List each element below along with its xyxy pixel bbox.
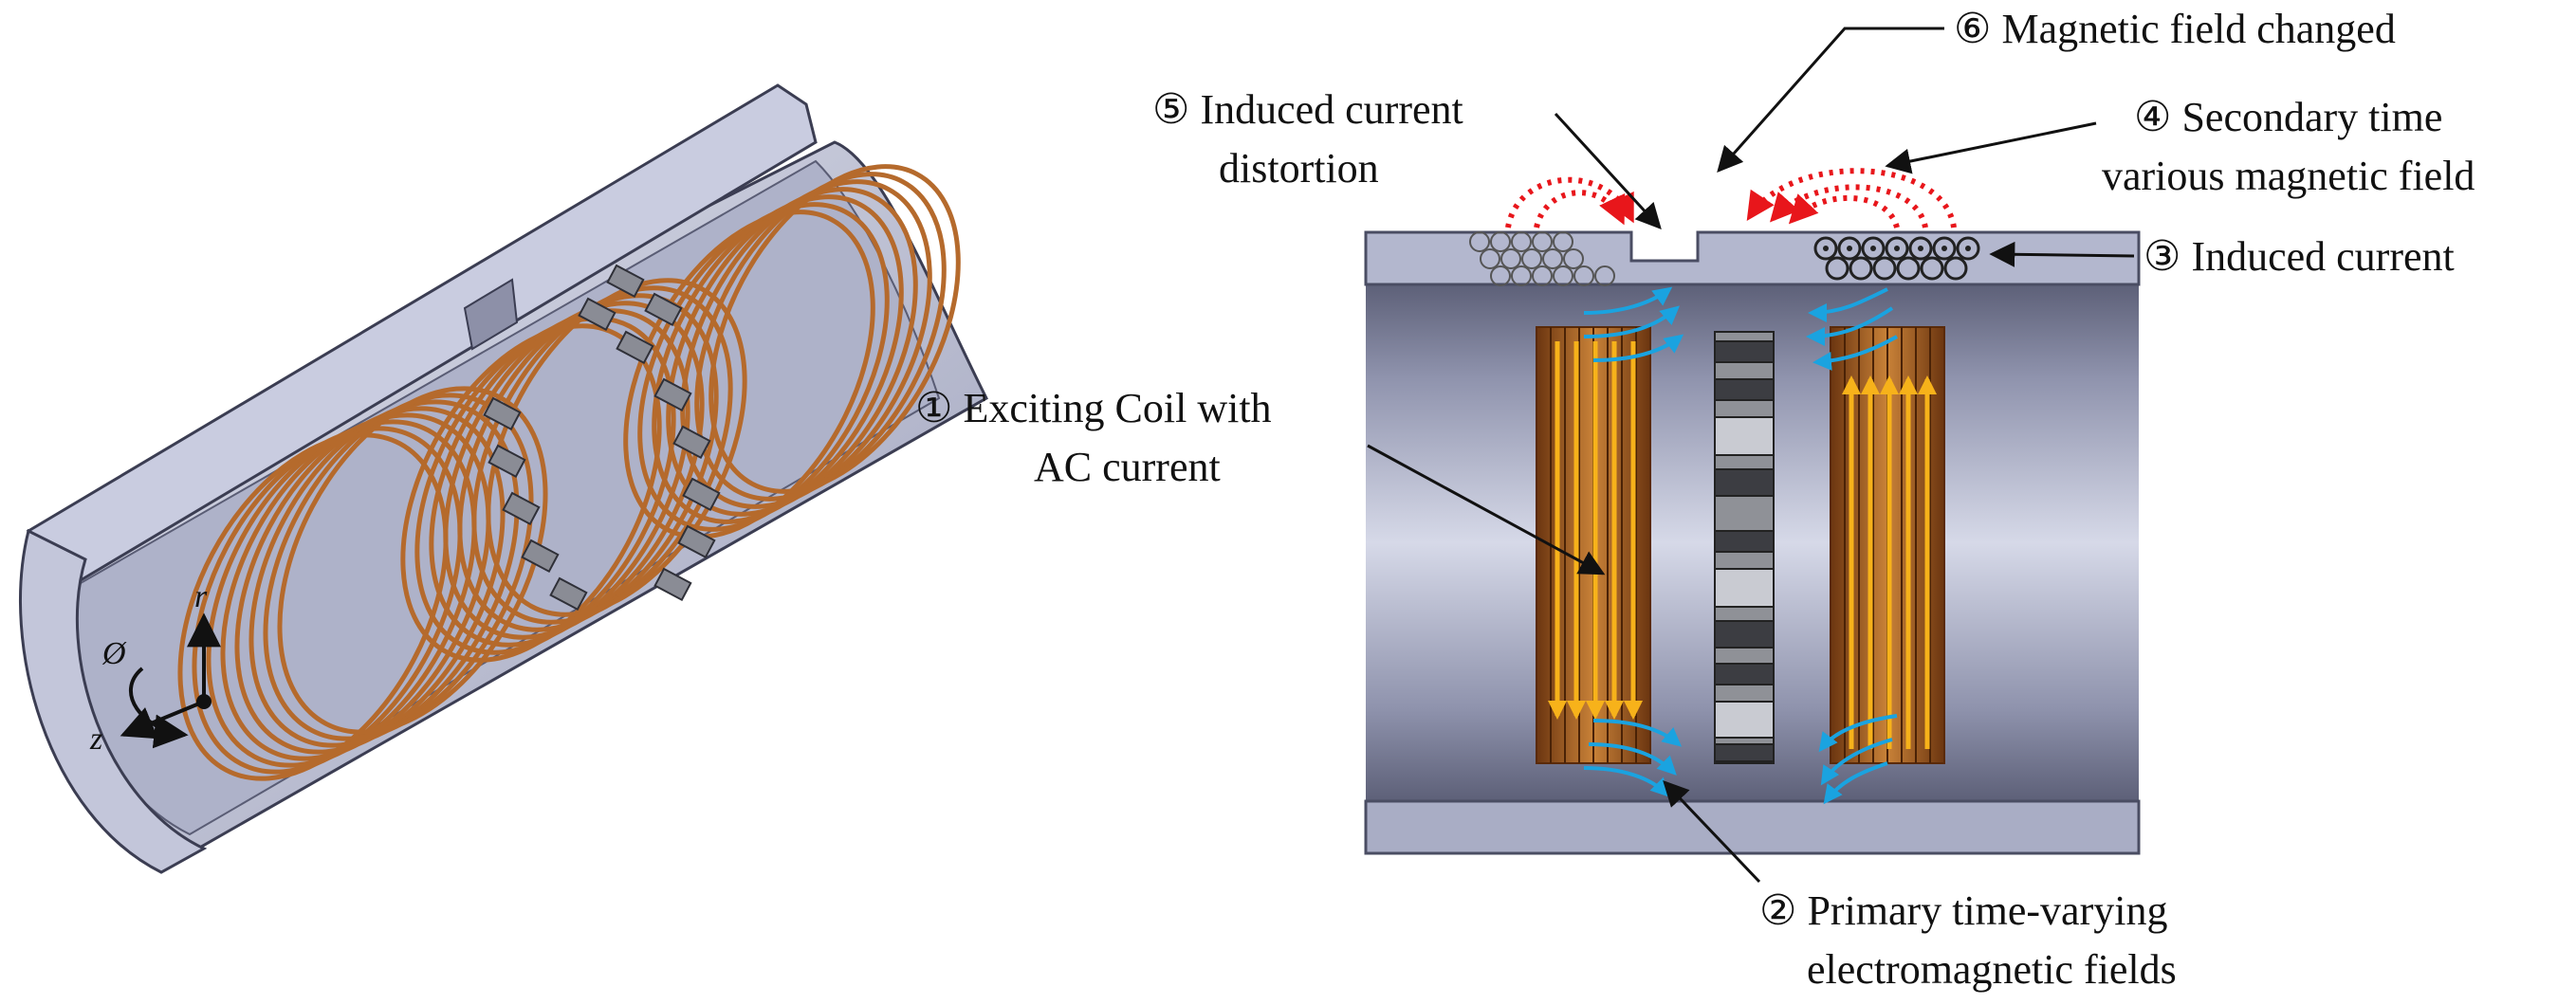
pipe-3d-view: r Ø z [19,83,988,874]
label-secondary-magnetic-field: ④ Secondary time various magnetic field [2102,94,2475,199]
induced-current-dots [1823,246,1971,251]
axis-z-label: z [89,722,102,757]
pipe-top-wall [1364,230,2141,286]
label-exciting-coil: ① Exciting Coil with AC current [915,385,1282,490]
callout-leaders [1367,27,2135,884]
sensor-array-3d [483,264,721,612]
pipe-end-ring [19,528,208,874]
current-arrows-up [1842,375,1937,749]
exciting-coil-right [1830,326,1945,764]
label-magnetic-field-changed: ⑥ Magnetic field changed [1954,6,2396,52]
callout-labels: ⑥ Magnetic field changed ⑤ Induced curre… [915,6,2475,993]
current-arrows-down [1548,341,1643,720]
coil-right-3d [623,164,961,539]
label-induced-current: ③ Induced current [2144,233,2455,280]
induced-current-distorted [1469,231,1615,286]
label-induced-current-distortion: ⑤ Induced current distortion [1152,86,1474,192]
exciting-coil-left [1536,326,1651,764]
pipe-bottom-wall [1364,799,2141,855]
axis-r-label: r [194,579,208,614]
pipe-defect-notch [463,278,519,351]
pipe-cross-section [1364,168,2141,855]
label-primary-fields: ② Primary time-varying electromagnetic f… [1759,887,2178,993]
induced-current-circles [1813,236,1980,281]
primary-field-arrows [1583,286,1898,805]
coordinate-axes: r Ø z [89,579,221,757]
axis-phi-label: Ø [101,636,127,671]
sensor-strip [1714,331,1775,764]
secondary-field-arrows [1505,168,1957,228]
